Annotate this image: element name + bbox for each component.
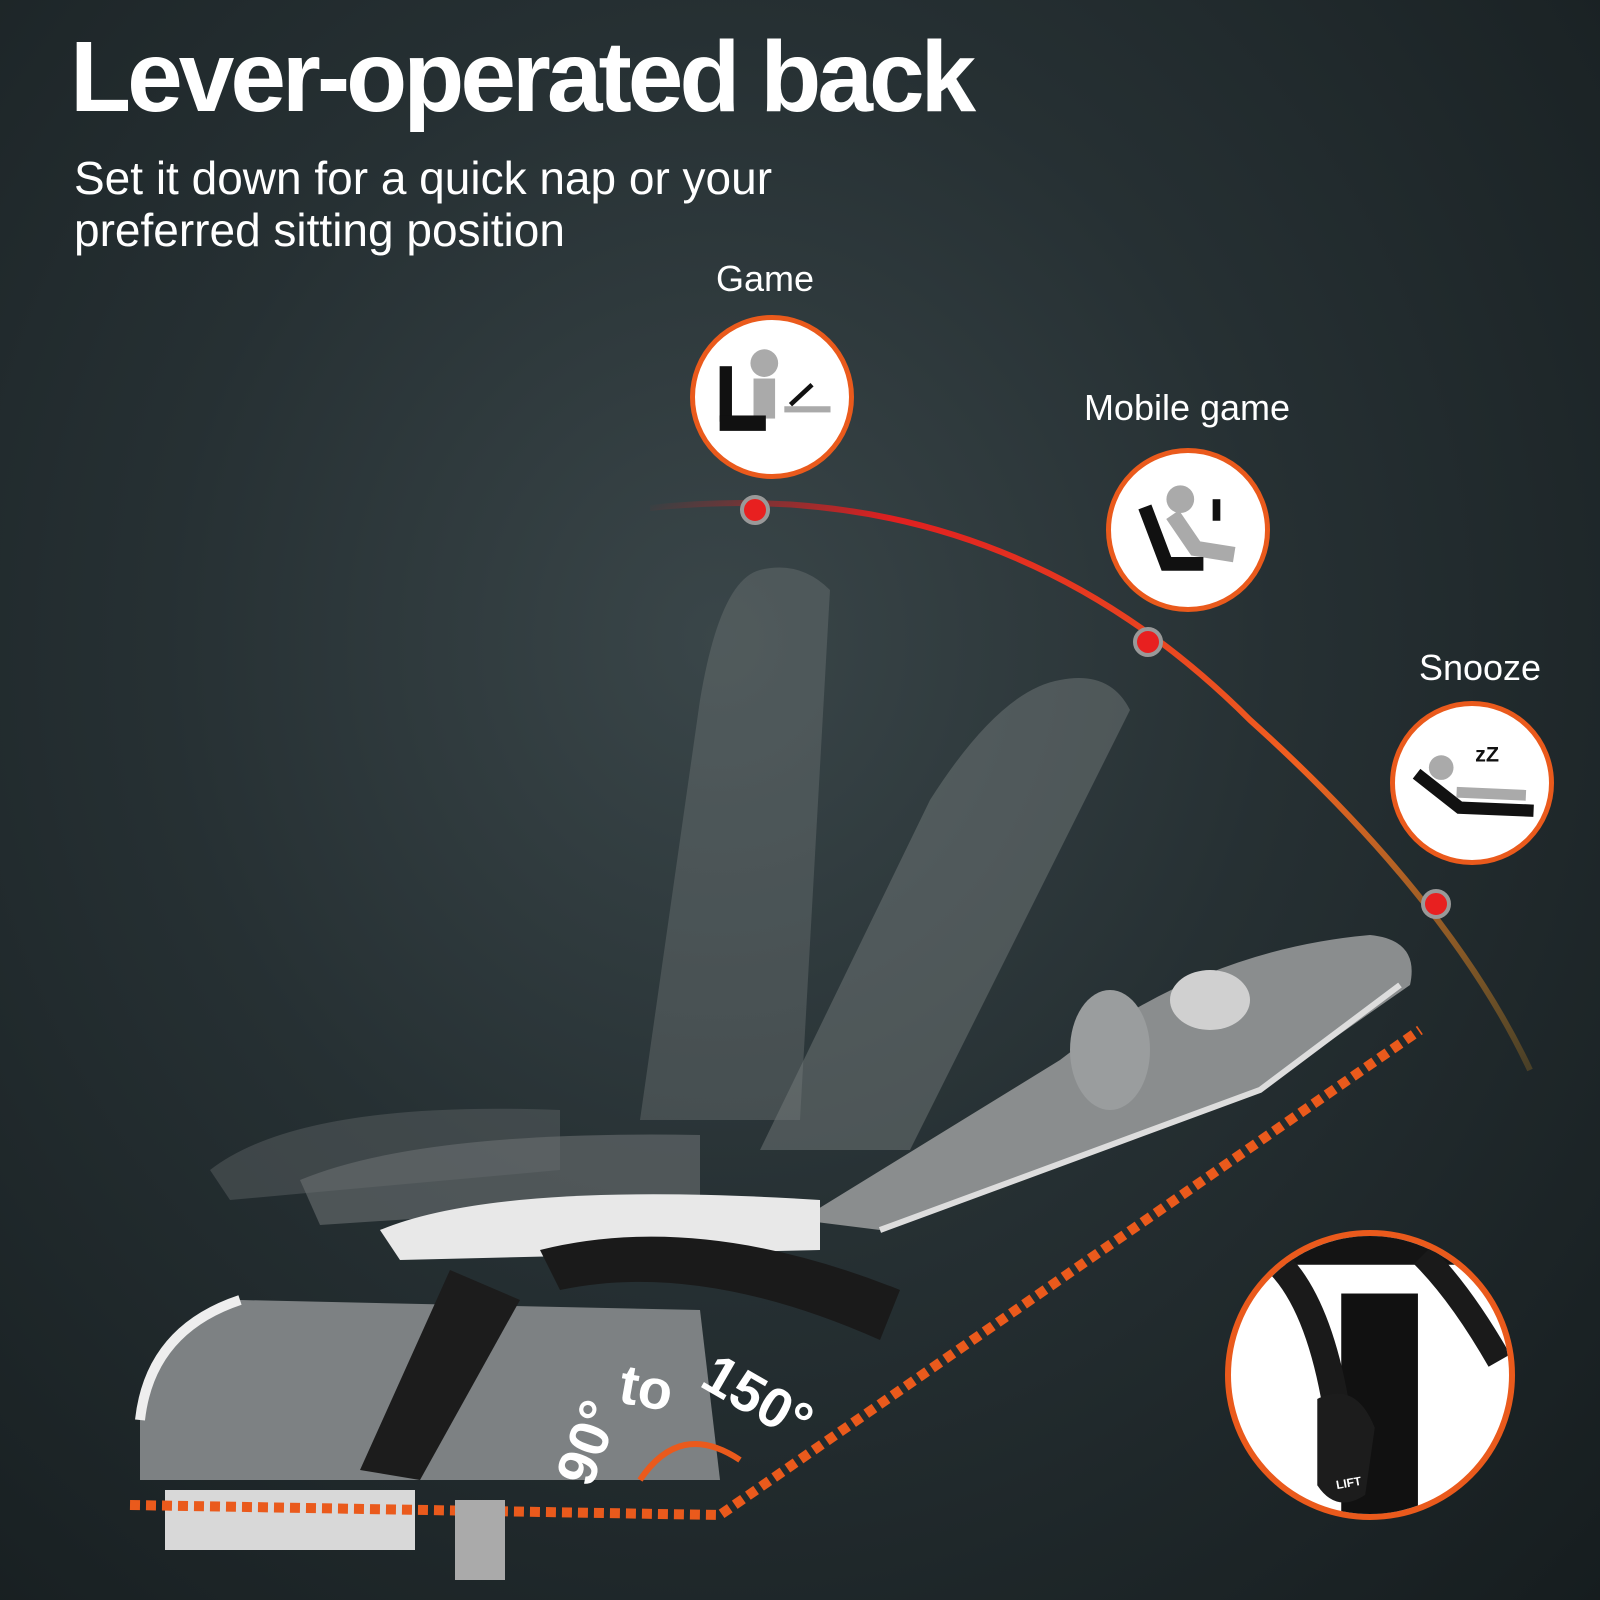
ghost-backrest-upright: [640, 567, 830, 1120]
footrest: [165, 1490, 415, 1550]
mode-label-mobile-game: Mobile game: [1083, 387, 1291, 428]
base-dashed-line: [129, 1025, 1423, 1521]
lever-closeup-inset: LIFT: [1225, 1230, 1515, 1520]
lever-handle: [1317, 1393, 1375, 1503]
gas-cylinder: [455, 1500, 505, 1580]
mode-game-badge: [690, 315, 854, 479]
angle-to-label: to: [614, 1351, 678, 1424]
ghost-backrest-mid: [760, 678, 1130, 1150]
arc-dot-snooze: [1421, 889, 1451, 919]
mode-label-game: Game: [715, 258, 815, 299]
subtitle: Set it down for a quick nap or your pref…: [74, 152, 773, 256]
arc-dot-game: [740, 495, 770, 525]
mode-snooze-badge: zZ: [1390, 701, 1554, 865]
angle-arrow-icon: [637, 1441, 742, 1482]
page-title: Lever-operated back: [70, 21, 976, 133]
arc-dot-mobile: [1133, 627, 1163, 657]
mode-mobile-game-badge: [1106, 448, 1270, 612]
mode-label-snooze: Snooze: [1418, 647, 1542, 688]
person-sleeping-icon: zZ: [1412, 741, 1534, 817]
recline-arc: [649, 500, 1533, 1072]
svg-text:zZ: zZ: [1475, 741, 1499, 766]
person-at-desk-icon: [719, 349, 831, 431]
person-with-phone-icon: [1138, 485, 1236, 571]
lever-hose: [1260, 1244, 1350, 1411]
backrest-reclined: [800, 935, 1412, 1233]
